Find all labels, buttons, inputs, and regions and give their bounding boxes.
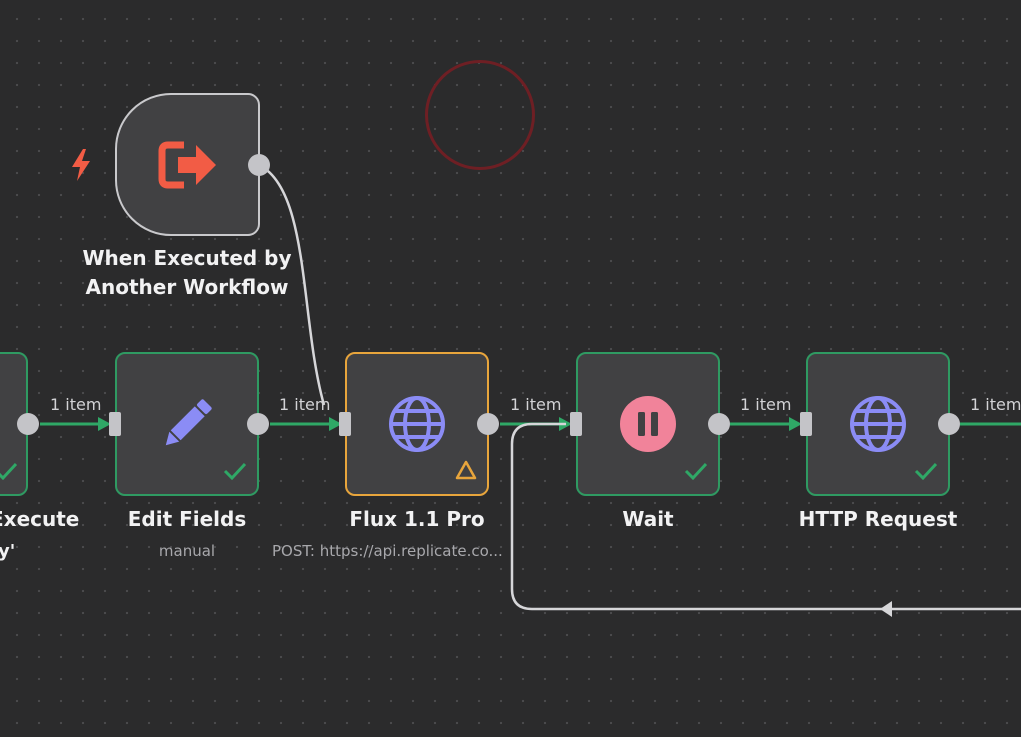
pause-icon [619, 395, 677, 453]
node-flux-1-1-pro[interactable] [345, 352, 489, 496]
check-icon [223, 462, 247, 484]
node-subtitle: y' [0, 541, 16, 562]
pencil-icon [156, 393, 218, 455]
output-port[interactable] [247, 413, 269, 435]
lightning-bolt-icon [68, 148, 94, 186]
globe-icon [847, 393, 909, 455]
node-title-line-1: When Executed by [82, 246, 292, 270]
check-icon [0, 462, 18, 484]
node-when-executed-by-another-workflow[interactable] [115, 93, 260, 236]
node-subtitle: POST: https://api.replicate.co... [272, 542, 503, 560]
input-port[interactable] [109, 412, 121, 436]
output-port[interactable] [938, 413, 960, 435]
globe-icon [386, 393, 448, 455]
node-title: Edit Fields [127, 507, 247, 531]
output-port[interactable] [248, 154, 270, 176]
check-icon [684, 462, 708, 484]
node-title: Flux 1.1 Pro [349, 507, 485, 531]
edge-label: 1 item [279, 395, 331, 414]
node-title-line-2: Another Workflow [85, 275, 289, 299]
warning-triangle-icon[interactable] [455, 460, 477, 484]
edge-label: 1 item [510, 395, 562, 414]
node-http-request[interactable] [806, 352, 950, 496]
cursor-highlight-ring [425, 60, 535, 170]
arrow-head [98, 417, 111, 431]
connection-loop-back[interactable] [510, 422, 1021, 611]
output-port[interactable] [17, 413, 39, 435]
node-title: When Executed by Another Workflow [57, 244, 317, 302]
node-wait[interactable] [576, 352, 720, 496]
connection-trigger-to-flux[interactable] [258, 163, 326, 406]
loop-arrow-head [880, 601, 892, 617]
node-title: HTTP Request [798, 507, 958, 531]
input-port[interactable] [570, 412, 582, 436]
arrow-head [329, 417, 342, 431]
arrow-head [789, 417, 802, 431]
node-title: Execute [0, 507, 80, 531]
node-subtitle: manual [158, 542, 216, 560]
node-edit-fields[interactable] [115, 352, 259, 496]
edge-label: 1 item [740, 395, 792, 414]
check-icon [914, 462, 938, 484]
edge-label: 1 item [50, 395, 102, 414]
input-port[interactable] [800, 412, 812, 436]
edge-label: 1 item [970, 395, 1021, 414]
sign-out-icon [158, 139, 218, 191]
output-port[interactable] [477, 413, 499, 435]
output-port[interactable] [708, 413, 730, 435]
input-port[interactable] [339, 412, 351, 436]
node-title: Wait [622, 507, 674, 531]
